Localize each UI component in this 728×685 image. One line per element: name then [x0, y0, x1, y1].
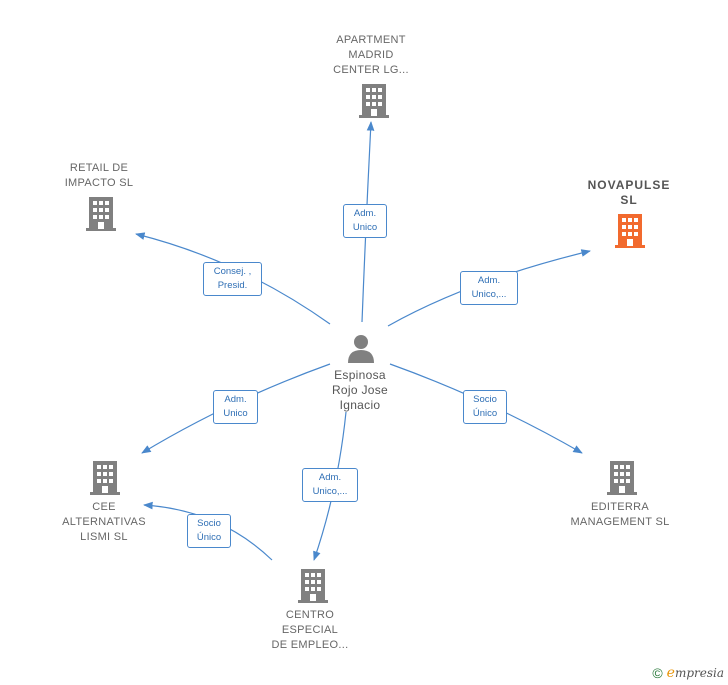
building-icon[interactable]	[359, 84, 389, 118]
company-label-cee[interactable]: CEE ALTERNATIVAS LISMI SL	[62, 501, 146, 543]
edge-label-cee: Adm. Unico	[213, 390, 258, 424]
person-label[interactable]: Espinosa Rojo Jose Ignacio	[331, 368, 389, 412]
edge-label-centro-cee: Socio Único	[187, 514, 231, 548]
building-icon[interactable]	[86, 197, 116, 231]
building-icon[interactable]	[298, 569, 328, 603]
edge-label-apartment: Adm. Unico	[343, 204, 387, 238]
company-label-editerra[interactable]: EDITERRA MANAGEMENT SL	[570, 501, 670, 528]
company-label-centro[interactable]: CENTRO ESPECIAL DE EMPLEO...	[271, 609, 349, 651]
copyright-symbol: ©	[652, 665, 663, 681]
person-icon[interactable]	[346, 333, 376, 363]
building-icon[interactable]	[607, 461, 637, 495]
brand-logo: © empresia	[652, 665, 724, 681]
building-icon-highlighted[interactable]	[615, 214, 645, 248]
edge-label-novapulse: Adm. Unico,...	[460, 271, 518, 305]
company-label-apartment[interactable]: APARTMENT MADRID CENTER LG...	[333, 34, 409, 76]
edge-label-editerra: Socio Único	[463, 390, 507, 424]
edge-label-retail: Consej. , Presid.	[203, 262, 262, 296]
company-label-retail[interactable]: RETAIL DE IMPACTO SL	[64, 162, 134, 189]
edge-label-centro: Adm. Unico,...	[302, 468, 358, 502]
building-icon[interactable]	[90, 461, 120, 495]
company-label-novapulse[interactable]: NOVAPULSE SL	[587, 178, 671, 207]
